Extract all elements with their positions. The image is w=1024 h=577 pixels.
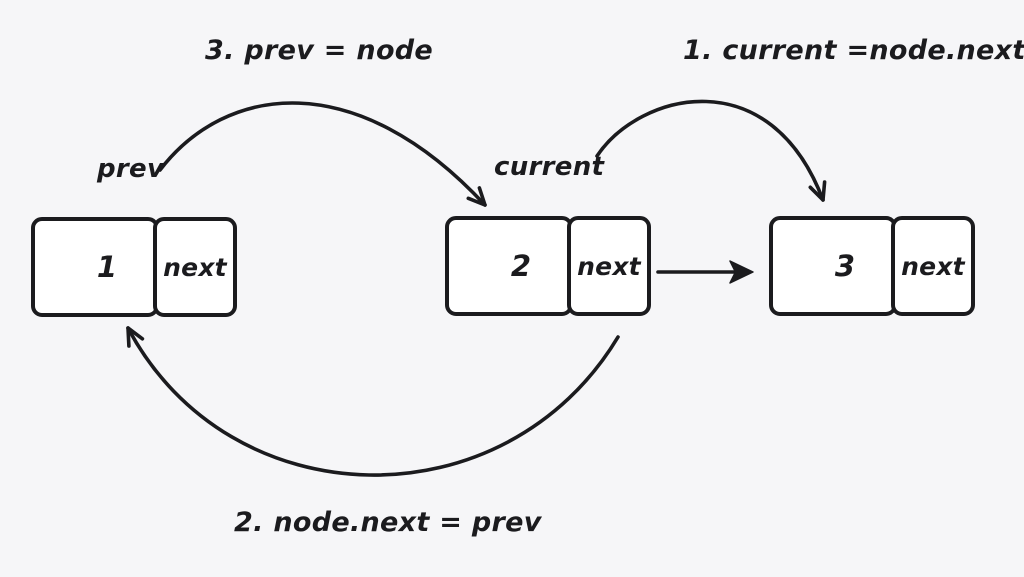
prev-pointer-label: prev — [97, 154, 165, 184]
node3-next-pointer-cell: next — [891, 216, 975, 316]
curved-arrow-step3-prev-to-node2 — [158, 101, 487, 207]
curved-arrow-step1-current-to-node3 — [595, 99, 827, 202]
list-node-3: 3 next — [769, 216, 975, 316]
node3-value: 3 — [769, 216, 897, 316]
current-pointer-label: current — [494, 152, 605, 182]
step1-annotation: 1. current =node.next — [683, 35, 1024, 66]
step2-annotation: 2. node.next = prev — [234, 507, 542, 538]
curved-arrow-step2-node2-to-node1 — [126, 326, 620, 477]
node1-next-pointer-cell: next — [153, 217, 237, 317]
list-node-2: 2 next — [445, 216, 651, 316]
step3-annotation: 3. prev = node — [205, 35, 434, 66]
node1-value: 1 — [31, 217, 159, 317]
node2-next-pointer-cell: next — [567, 216, 651, 316]
straight-arrow-node2-to-node3 — [656, 260, 754, 284]
list-node-1: 1 next — [31, 217, 237, 317]
node2-value: 2 — [445, 216, 573, 316]
